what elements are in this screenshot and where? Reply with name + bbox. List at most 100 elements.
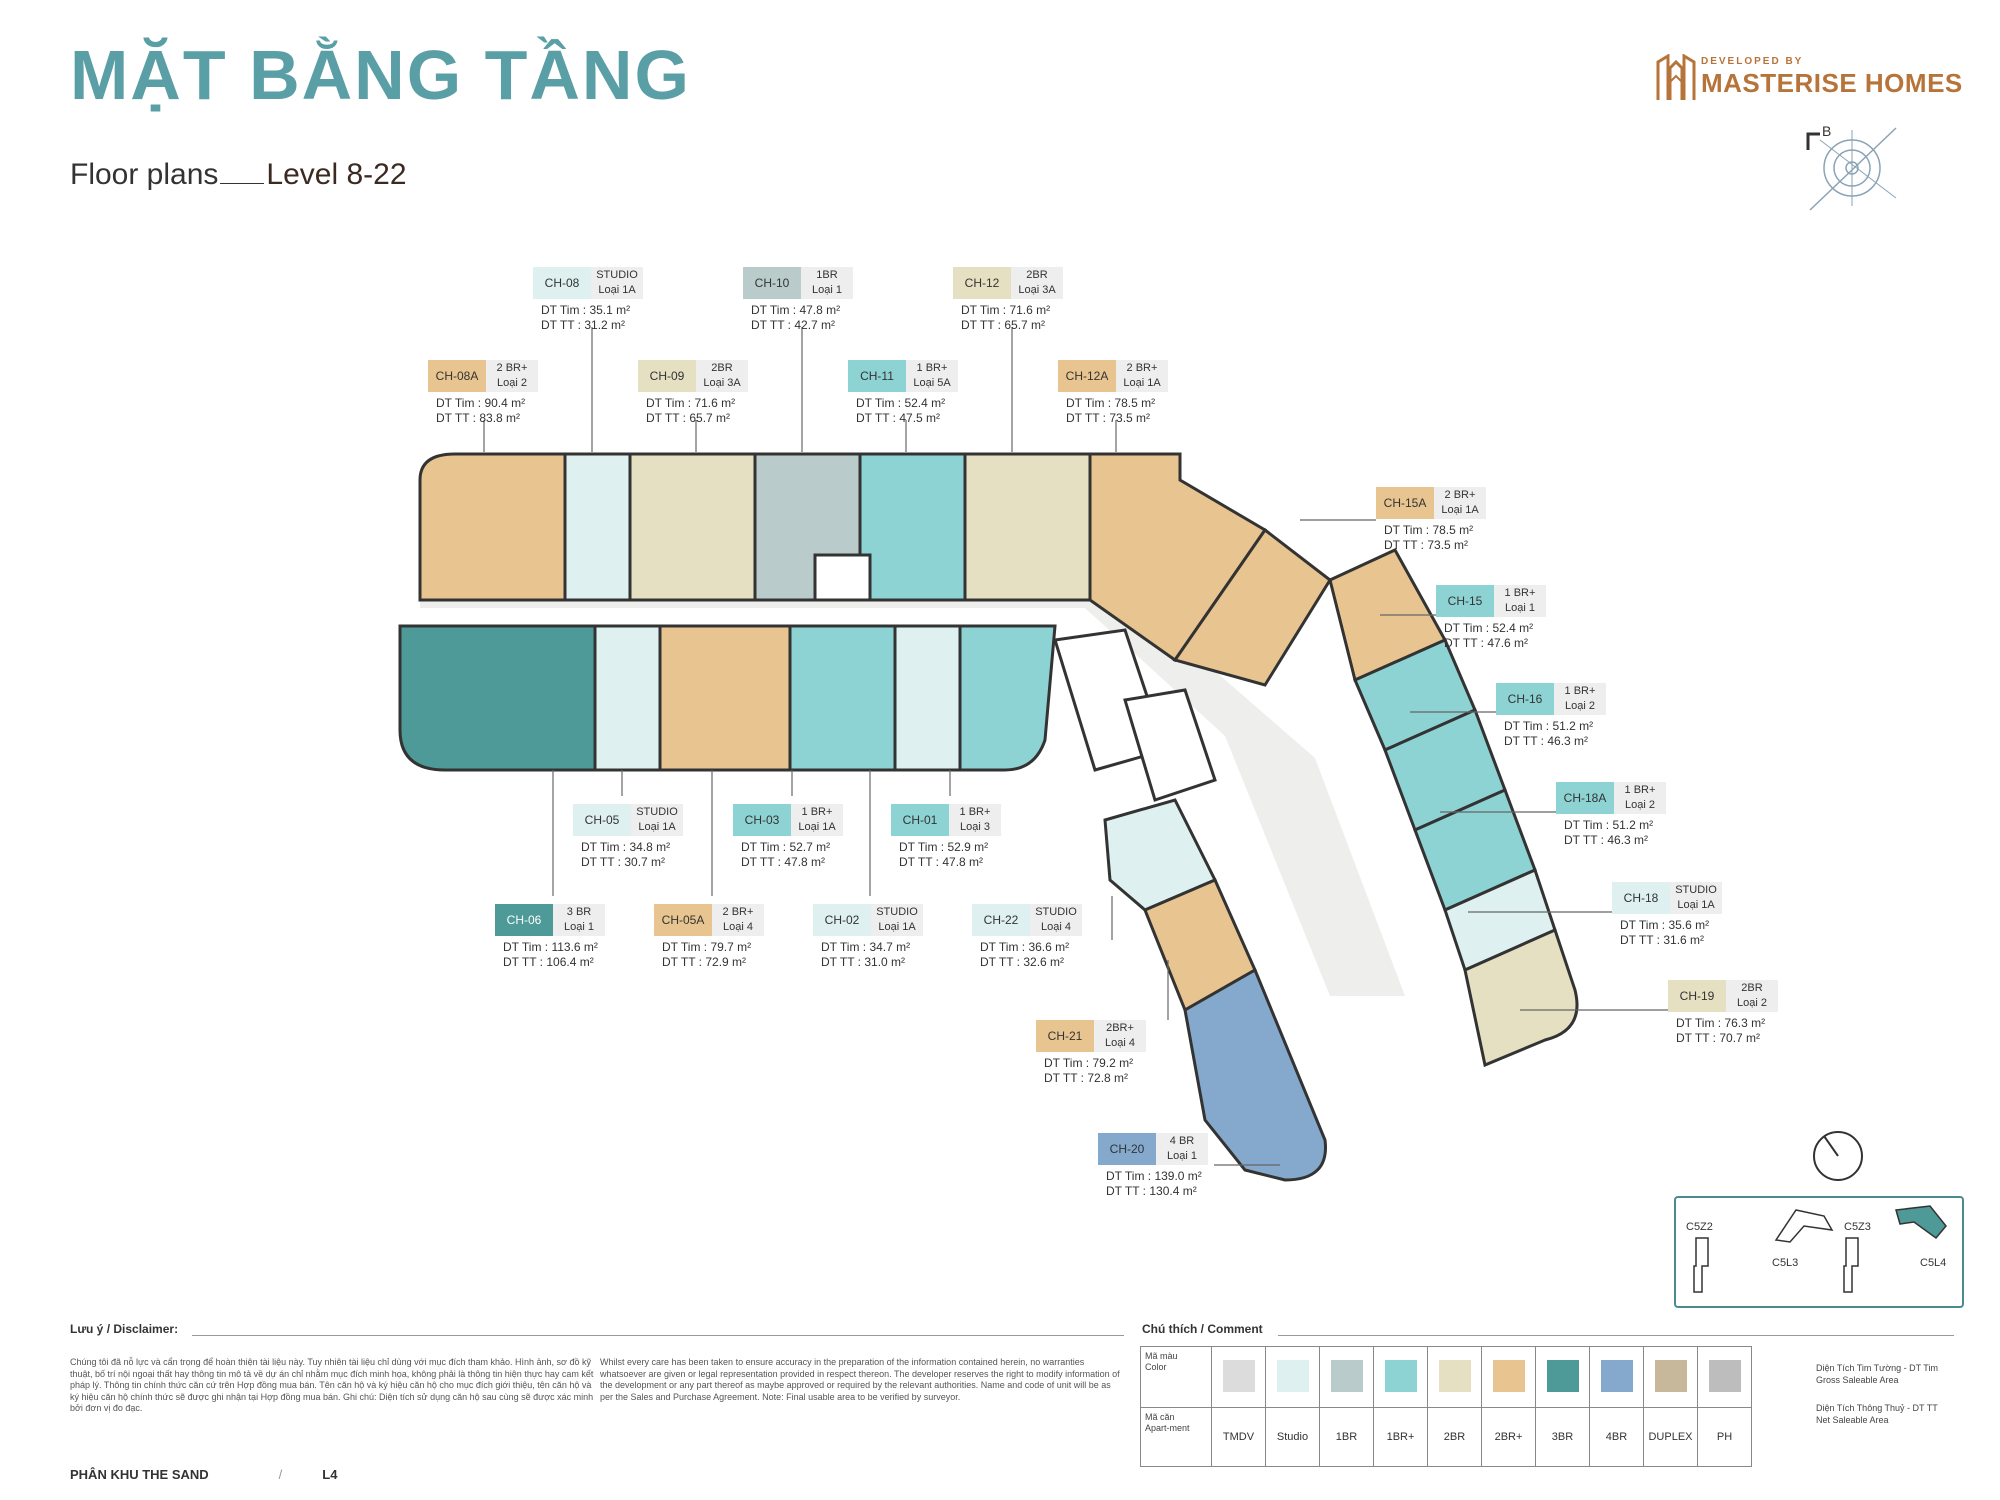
legend-type: 1BR — [1319, 1407, 1374, 1467]
legend-type: 3BR — [1535, 1407, 1590, 1467]
footer-separator: / — [278, 1467, 283, 1482]
unit-variant: Loại 1A — [1677, 899, 1715, 911]
level-range: Level 8-22 — [266, 158, 407, 191]
unit-type: 4 BR — [1169, 1135, 1195, 1148]
net-area: DT TT : 65.7 m² — [961, 318, 1046, 332]
unit-code: CH-18A — [1556, 782, 1614, 814]
unit-type: 1 BR+ — [1564, 685, 1596, 698]
unit-code: CH-08A — [428, 360, 486, 392]
gross-area: DT Tim : 78.5 m² — [1384, 523, 1474, 537]
core-lifts — [1123, 688, 1217, 802]
gross-area: DT Tim : 52.4 m² — [1444, 621, 1534, 635]
gross-area: DT Tim : 79.7 m² — [662, 940, 752, 954]
gross-area: DT Tim : 36.6 m² — [980, 940, 1070, 954]
unit-code: CH-12 — [953, 267, 1011, 299]
net-area: DT TT : 72.8 m² — [1044, 1071, 1129, 1085]
unit-code: CH-10 — [743, 267, 801, 299]
swatch-2br — [1438, 1359, 1471, 1392]
unit-type: STUDIO — [596, 269, 638, 282]
unit-type: 1 BR+ — [1624, 784, 1656, 797]
swatch-tmdv — [1222, 1359, 1255, 1392]
unit-variant: Loại 5A — [913, 377, 951, 389]
subtitle-label: Floor plans — [70, 158, 219, 191]
gross-area: DT Tim : 52.9 m² — [899, 840, 989, 854]
compass-letter: B — [1822, 123, 1831, 139]
unit-type: 2 BR+ — [722, 906, 754, 919]
swatch-1br-plus — [1384, 1359, 1417, 1392]
unit-type: 1 BR+ — [1504, 587, 1536, 600]
legend-type: TMDV — [1211, 1407, 1266, 1467]
net-area: DT TT : 47.8 m² — [741, 855, 826, 869]
key-map-drawing: C5Z2 C5L3 C5Z3 C5L4 — [1686, 1205, 1947, 1293]
unit-variant: Loại 4 — [723, 921, 753, 933]
net-area: DT TT : 31.0 m² — [821, 955, 906, 969]
comment-rule — [1278, 1335, 1954, 1336]
scale-circle-icon — [1813, 1131, 1863, 1181]
net-area: DT TT : 46.3 m² — [1504, 734, 1589, 748]
unit-code: CH-16 — [1496, 683, 1554, 715]
unit-variant: Loại 1A — [638, 821, 676, 833]
unit-ch-15a — [1172, 527, 1332, 687]
note-gross-vi: Diện Tích Tim Tường - DT Tim — [1816, 1363, 1938, 1373]
key-label-c5l3: C5L3 — [1772, 1257, 1798, 1269]
unit-code: CH-15A — [1376, 487, 1434, 519]
footer-block: L4 — [322, 1467, 338, 1482]
unit-variant: Loại 1A — [598, 284, 636, 296]
net-area: DT TT : 32.6 m² — [980, 955, 1065, 969]
unit-code: CH-03 — [733, 804, 791, 836]
gross-area: DT Tim : 35.1 m² — [541, 303, 631, 317]
unit-ch-08 — [563, 452, 632, 602]
unit-variant: Loại 2 — [1565, 700, 1595, 712]
unit-type: STUDIO — [1675, 884, 1717, 897]
net-area: DT TT : 47.8 m² — [899, 855, 984, 869]
gross-area: DT Tim : 78.5 m² — [1066, 396, 1156, 410]
unit-type: 1 BR+ — [959, 806, 991, 819]
note-gross-en: Gross Saleable Area — [1816, 1375, 1899, 1385]
disclaimer-en: Whilst every care has been taken to ensu… — [600, 1357, 1120, 1402]
unit-type: 1BR — [816, 269, 838, 282]
gross-area: DT Tim : 90.4 m² — [436, 396, 526, 410]
unit-variant: Loại 1A — [798, 821, 836, 833]
unit-ch-09 — [628, 452, 757, 602]
unit-code: CH-02 — [813, 904, 871, 936]
key-map — [1674, 1196, 1964, 1308]
key-label-c5z3: C5Z3 — [1844, 1221, 1871, 1233]
unit-code: CH-15 — [1436, 585, 1494, 617]
unit-ch-19 — [1463, 927, 1579, 1068]
unit-variant: Loại 3A — [1018, 284, 1056, 296]
swatch-3br — [1546, 1359, 1579, 1392]
gross-area: DT Tim : 139.0 m² — [1106, 1169, 1202, 1183]
comment-title: Chú thích / Comment — [1142, 1322, 1263, 1336]
net-area: DT TT : 70.7 m² — [1676, 1031, 1761, 1045]
unit-type: 1 BR+ — [801, 806, 833, 819]
unit-ch-01 — [958, 624, 1057, 772]
unit-variant: Loại 1 — [1167, 1150, 1197, 1162]
unit-type: 2 BR+ — [496, 362, 528, 375]
unit-ch-06 — [398, 624, 597, 772]
unit-type: 2 BR+ — [1126, 362, 1158, 375]
legend-type: 2BR — [1427, 1407, 1482, 1467]
net-area: DT TT : 83.8 m² — [436, 411, 521, 425]
